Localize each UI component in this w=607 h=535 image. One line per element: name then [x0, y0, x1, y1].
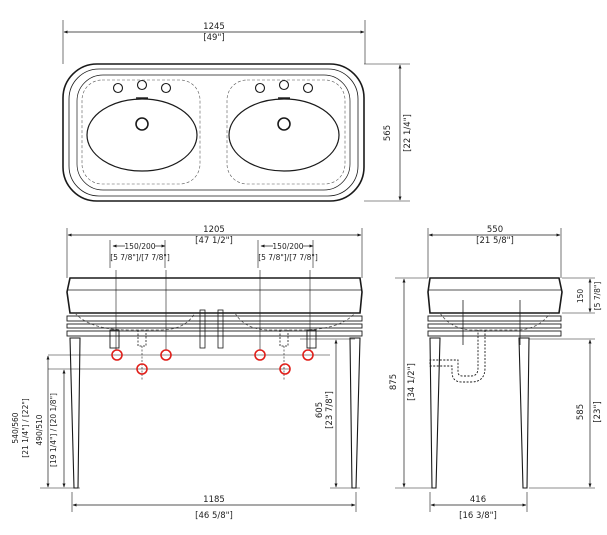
side-frame-height-in: [23"] — [593, 401, 603, 422]
side-basin-height-mm: 150 — [576, 289, 585, 304]
top-view — [62, 20, 410, 202]
front-countertop — [66, 277, 363, 314]
frame-height-in: [23 7/8"] — [325, 391, 335, 429]
front-left-leg — [69, 337, 81, 489]
side-total-height-mm: 875 — [389, 374, 399, 390]
top-width-mm: 1245 — [203, 22, 225, 32]
top-width-in: [49"] — [203, 33, 224, 43]
side-right-leg — [518, 337, 530, 489]
side-leg-depth-mm: 416 — [470, 495, 486, 505]
side-left-leg — [429, 337, 441, 489]
front-top-width-mm: 1205 — [203, 225, 225, 235]
top-depth-in: [22 1/4"] — [403, 114, 413, 152]
waste-connection-marker — [279, 363, 291, 375]
left-basin-bowl — [86, 98, 198, 172]
side-view — [395, 228, 595, 512]
right-basin-bowl — [228, 98, 340, 172]
side-depth-mm: 550 — [487, 225, 503, 235]
front-frame-rail-lower — [66, 330, 363, 337]
side-frame-height-mm: 585 — [576, 404, 586, 420]
side-leg-depth-in: [16 3/8"] — [459, 511, 497, 521]
supply-height-mm: 540/560 — [11, 412, 20, 443]
frame-height-mm: 605 — [315, 402, 325, 418]
right-drain — [277, 117, 291, 131]
tap-spacing-right-mm: 150/200 — [272, 242, 303, 251]
supply-connection-marker — [302, 349, 314, 361]
front-top-width-in: [47 1/2"] — [195, 236, 233, 246]
leg-span-mm: 1185 — [203, 495, 225, 505]
tap-spacing-left-mm: 150/200 — [124, 242, 155, 251]
side-basin-height-in: [5 7/8"] — [593, 282, 602, 311]
front-frame-rail-upper — [66, 315, 363, 322]
waste-connection-marker — [136, 363, 148, 375]
front-right-leg — [349, 337, 361, 489]
tap-spacing-right-in: [5 7/8"]/[7 7/8"] — [258, 253, 318, 262]
supply-connection-marker — [111, 349, 123, 361]
waste-height-in: [19 1/4"] / [20 1/8"] — [49, 393, 58, 467]
side-depth-in: [21 5/8"] — [476, 236, 514, 246]
top-depth-mm: 565 — [383, 125, 393, 141]
side-total-height-in: [34 1/2"] — [407, 363, 417, 401]
supply-connection-marker — [160, 349, 172, 361]
side-countertop — [427, 277, 563, 314]
leg-span-in: [46 5/8"] — [195, 511, 233, 521]
left-drain — [135, 117, 149, 131]
waste-height-mm: 490/510 — [35, 414, 44, 445]
supply-connection-marker — [254, 349, 266, 361]
supply-height-in: [21 1/4"] / [22"] — [21, 398, 30, 458]
front-view — [40, 228, 363, 512]
tap-spacing-left-in: [5 7/8"]/[7 7/8"] — [110, 253, 170, 262]
connection-points — [111, 349, 314, 375]
top-outer-rim — [62, 63, 365, 202]
